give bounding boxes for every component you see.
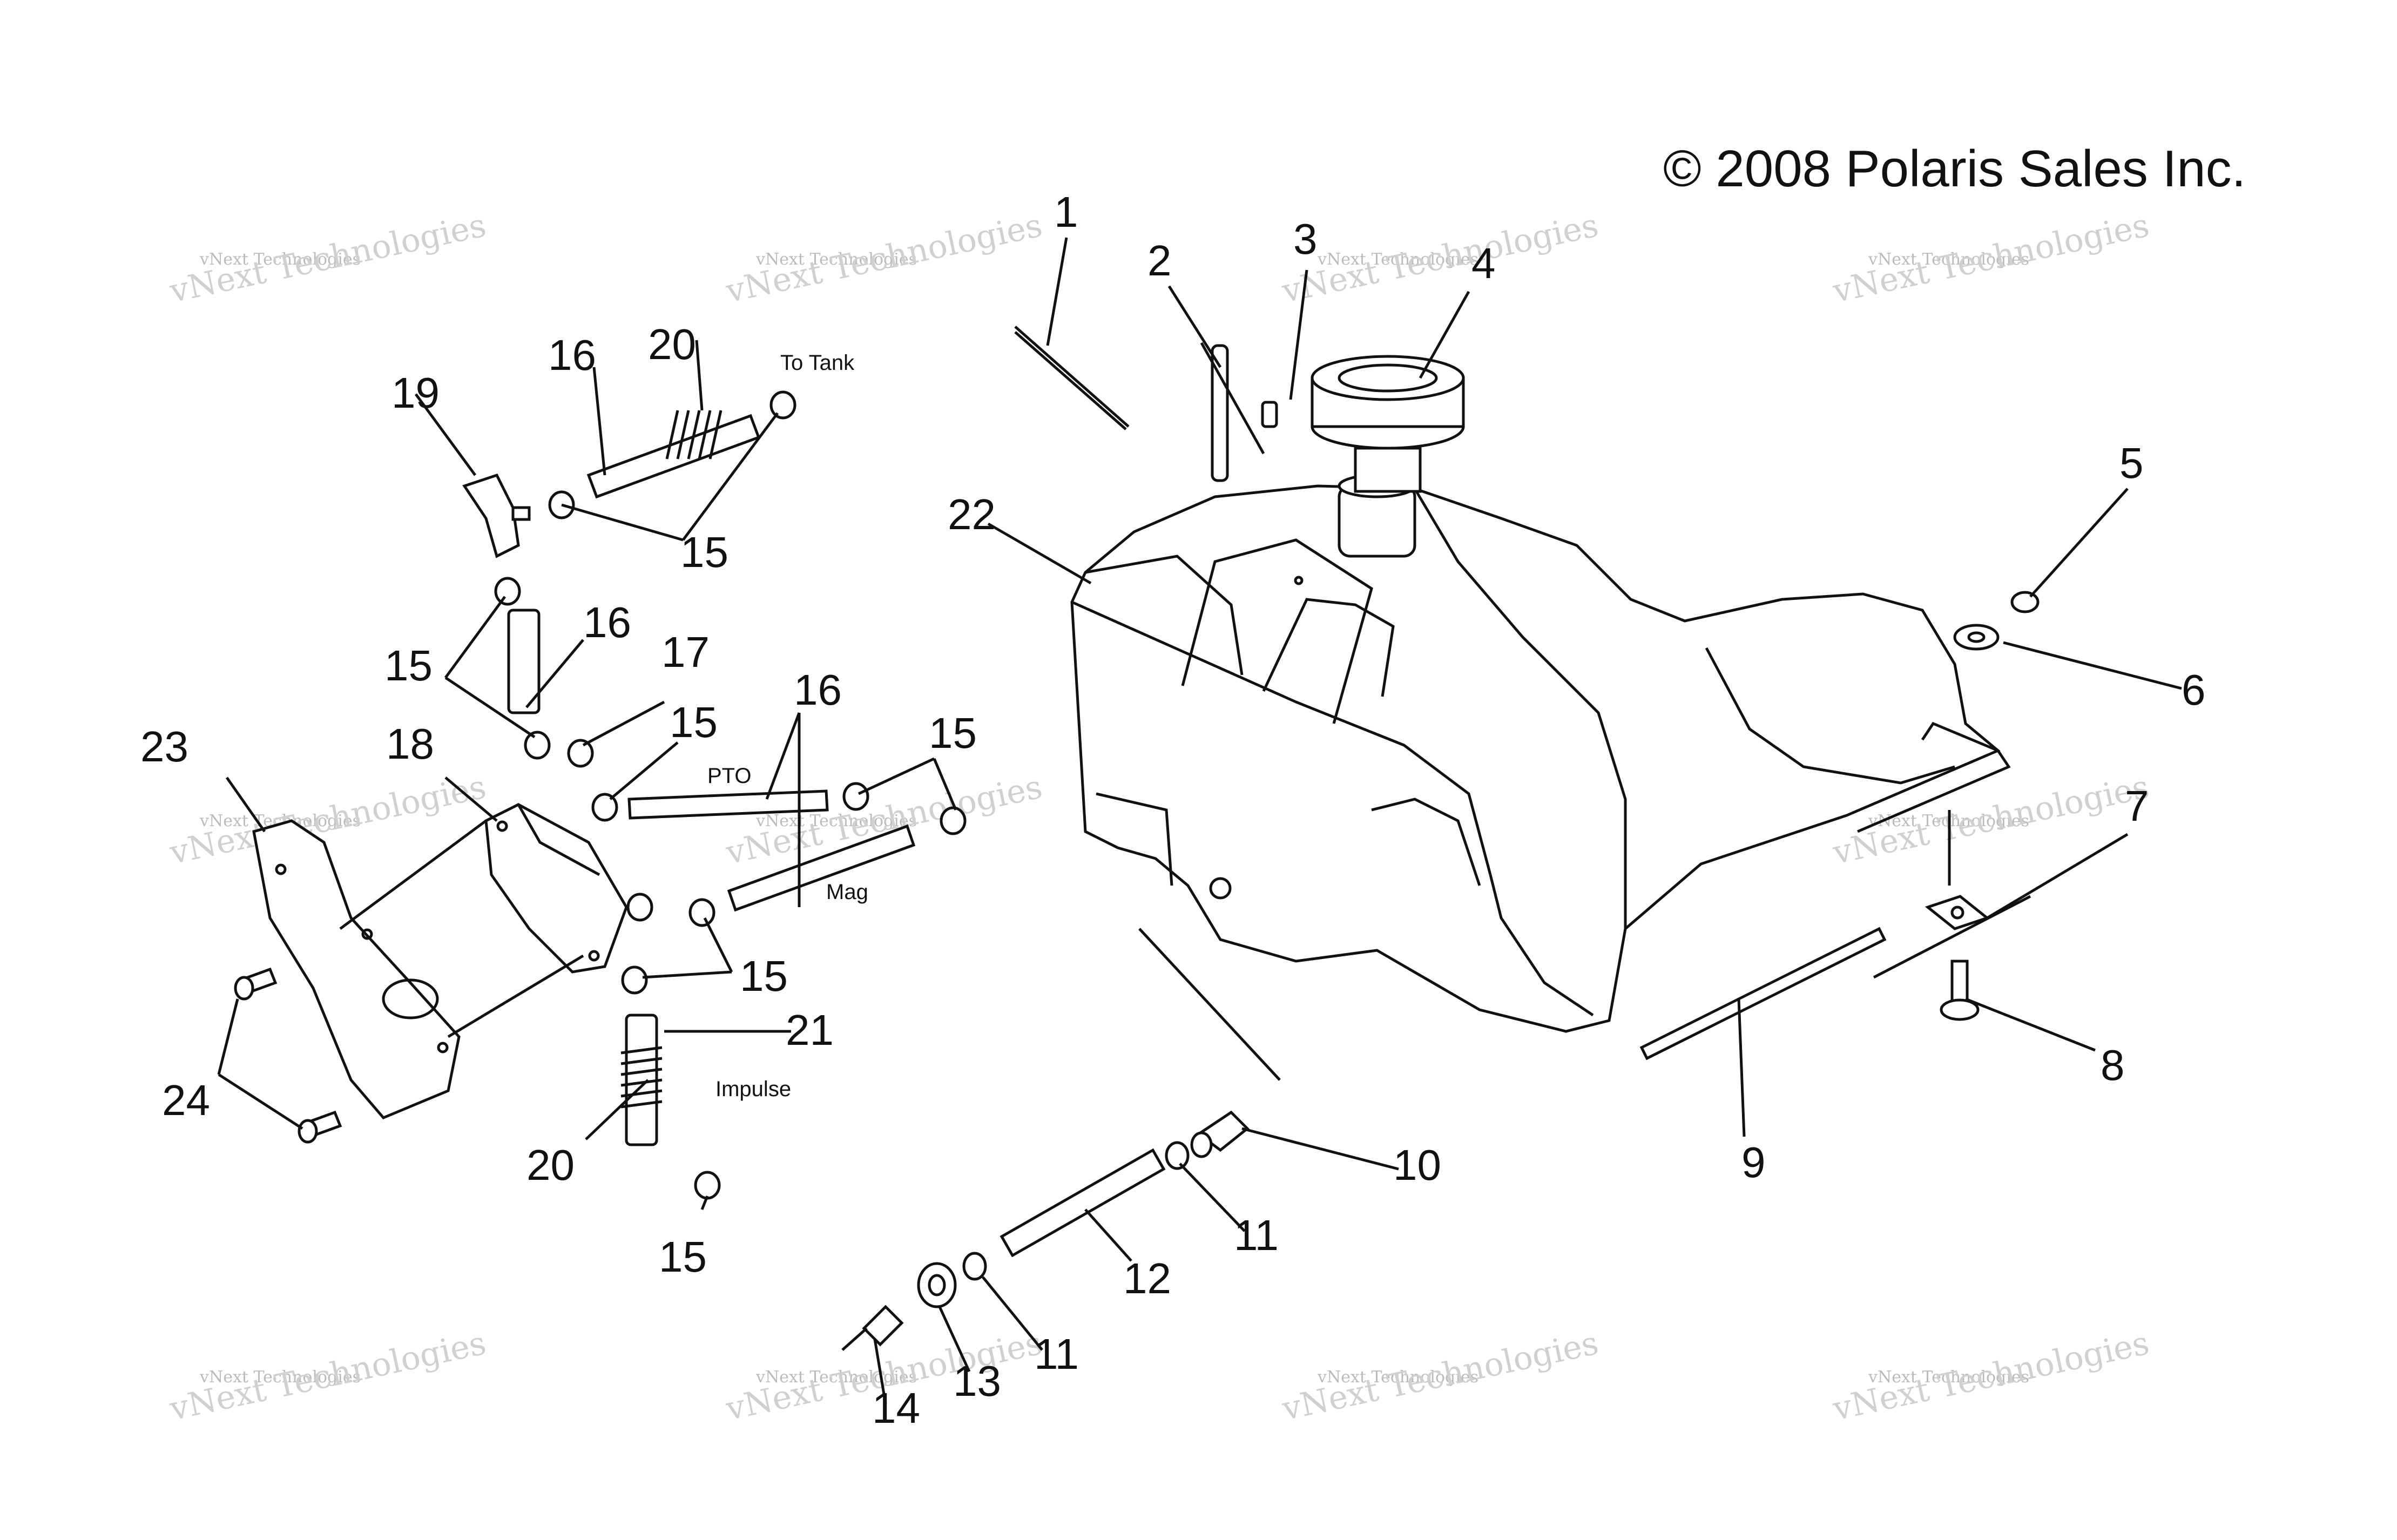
part-15-clamp — [494, 577, 521, 606]
leader-lines — [217, 237, 2182, 1404]
part-18-fuel-pump — [484, 803, 628, 974]
part-15-clamp — [940, 806, 967, 835]
callout-13: 13 — [953, 1357, 1001, 1405]
callout-15: 15 — [680, 528, 728, 576]
part-15-clamp — [769, 390, 796, 420]
callout-11: 11 — [1234, 1211, 1279, 1259]
callout-11: 11 — [1034, 1330, 1079, 1378]
part-3-vent-fitting — [1261, 401, 1278, 428]
callout-20: 20 — [648, 320, 696, 368]
fuel-tank — [1070, 474, 2011, 1033]
part-14-fitting — [841, 1305, 904, 1351]
part-11-clamp — [1165, 1141, 1190, 1170]
callout-8: 8 — [2101, 1041, 2125, 1089]
label-impulse: Impulse — [715, 1077, 791, 1101]
part-24-bolt — [298, 1110, 342, 1144]
callout-12: 12 — [1123, 1254, 1171, 1302]
callout-6: 6 — [2182, 666, 2206, 714]
callout-20: 20 — [526, 1141, 575, 1189]
part-20-spring — [665, 410, 723, 460]
callout-9: 9 — [1741, 1138, 1766, 1186]
watermark-text: vNext Technologies — [1317, 250, 1478, 269]
part-1-strap — [1014, 326, 1130, 430]
part-8-bolt — [1940, 960, 1980, 1021]
part-6-washer — [1953, 624, 2000, 651]
watermark: vNext Technologies vNext Technologies — [1829, 206, 2153, 310]
watermark: vNext Technologies vNext Technologies — [166, 206, 490, 310]
callout-22: 22 — [948, 490, 996, 538]
part-15-clamp — [524, 731, 551, 760]
part-15-clamp — [694, 1171, 721, 1200]
callout-7: 7 — [2125, 782, 2149, 830]
part-11-clamp — [962, 1252, 987, 1281]
part-5-nut — [2010, 591, 2040, 613]
part-15-clamp — [688, 898, 715, 927]
part-16-hose — [507, 609, 541, 714]
part-24-bolt — [234, 967, 278, 1001]
copyright-notice: © 2008 Polaris Sales Inc. — [1663, 140, 2246, 198]
watermark-text: vNext Technologies — [755, 812, 917, 830]
label-mag: Mag — [826, 880, 868, 904]
label-pto: PTO — [707, 764, 752, 788]
callout-18: 18 — [386, 720, 434, 768]
part-2-pin — [1211, 344, 1229, 482]
callout-2: 2 — [1147, 237, 1172, 285]
callout-14: 14 — [872, 1384, 920, 1432]
part-19-valve — [462, 473, 531, 558]
part-23-bracket — [252, 819, 461, 1120]
watermark: vNext Technologies vNext Technologies — [1829, 1324, 2153, 1428]
hose-labels: To Tank PTO Mag Impulse — [707, 351, 868, 1101]
part-15-clamp — [842, 782, 869, 811]
callout-4: 4 — [1471, 239, 1496, 287]
watermark-text: vNext Technologies — [199, 250, 361, 269]
callout-15: 15 — [659, 1233, 707, 1281]
callout-5: 5 — [2119, 439, 2144, 487]
watermark-text: vNext Technologies — [1317, 1368, 1478, 1387]
callout-1: 1 — [1054, 188, 1078, 236]
part-13-grommet — [917, 1262, 957, 1308]
watermark: vNext Technologies vNext Technologies — [1279, 206, 1602, 310]
watermark: vNext Technologies vNext Technologies — [723, 206, 1046, 310]
watermark-text: vNext Technologies — [755, 250, 917, 269]
part-9-strip — [1639, 927, 1887, 1061]
part-16-hose — [727, 824, 916, 912]
watermark-text: vNext Technologies — [755, 1368, 917, 1387]
callout-23: 23 — [140, 722, 188, 771]
callout-16: 16 — [583, 598, 631, 646]
part-15-clamp — [591, 793, 618, 822]
callout-16: 16 — [794, 666, 842, 714]
callout-15: 15 — [670, 698, 718, 746]
watermark-text: vNext Technologies — [1868, 1368, 2029, 1387]
callout-3: 3 — [1293, 215, 1318, 263]
label-to-tank: To Tank — [780, 351, 855, 375]
part-20-spring — [620, 1046, 663, 1109]
part-10-fitting — [1190, 1110, 1250, 1158]
watermark: vNext Technologies vNext Technologies — [1279, 1324, 1602, 1428]
part-12-hose — [1000, 1148, 1166, 1258]
callout-15: 15 — [740, 952, 788, 1000]
callouts: 1 2 3 4 5 6 7 8 9 10 11 11 12 13 14 15 1… — [140, 188, 2206, 1432]
callout-10: 10 — [1393, 1141, 1441, 1189]
callout-21: 21 — [786, 1006, 834, 1054]
callout-24: 24 — [162, 1076, 210, 1124]
callout-15: 15 — [929, 709, 977, 757]
part-15-clamp — [621, 965, 648, 995]
watermark-text: vNext Technologies — [1868, 250, 2029, 269]
callout-15: 15 — [384, 641, 433, 690]
watermark: vNext Technologies vNext Technologies — [166, 1324, 490, 1428]
part-4-fuel-cap — [1311, 355, 1465, 493]
callout-16: 16 — [548, 331, 596, 379]
part-15-clamp — [626, 893, 653, 922]
part-16-hose — [627, 789, 829, 820]
callout-19: 19 — [391, 369, 440, 417]
watermark-text: vNext Technologies — [199, 1368, 361, 1387]
callout-17: 17 — [661, 628, 710, 676]
part-17-clamp — [567, 739, 594, 768]
